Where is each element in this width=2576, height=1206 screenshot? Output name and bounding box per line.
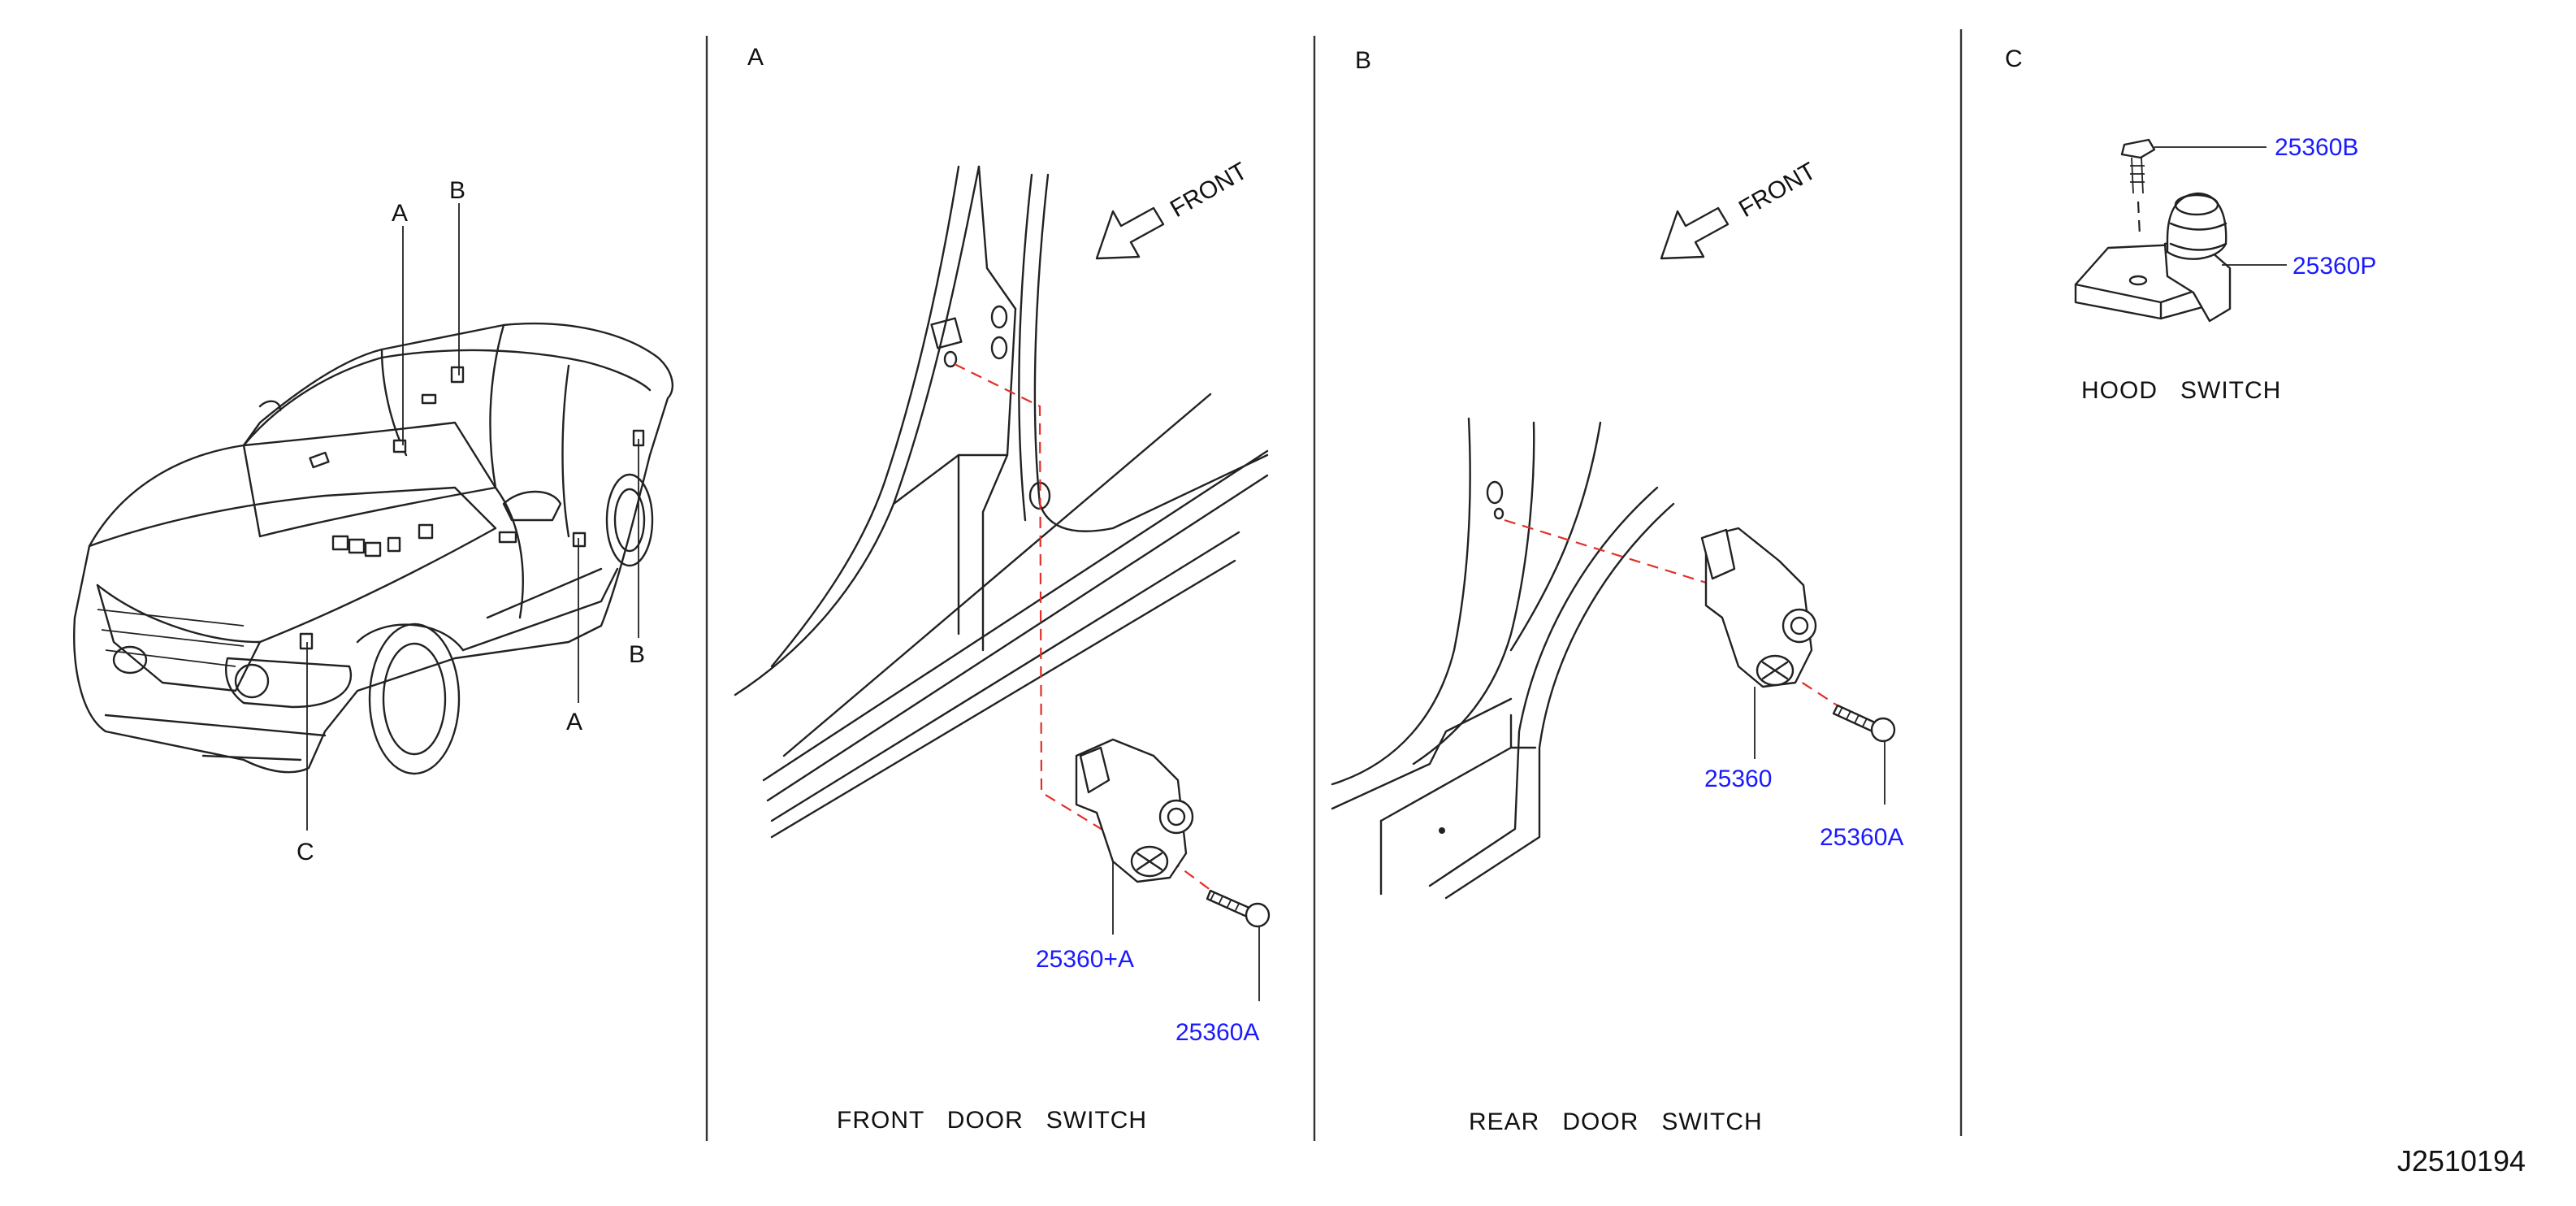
panel-c-part-switch: 25360P bbox=[2292, 253, 2376, 280]
panel-a-part-switch: 25360+A bbox=[1036, 946, 1134, 973]
panel-a-drawing bbox=[734, 165, 1271, 1001]
panel-b-part-switch: 25360 bbox=[1704, 766, 1772, 792]
panel-a-letter: A bbox=[747, 44, 764, 71]
panel-b-part-screw: 25360A bbox=[1820, 824, 1903, 851]
panel-b-letter: B bbox=[1355, 47, 1371, 74]
panel-c-caption: HOOD SWITCH bbox=[2081, 377, 2281, 404]
drawing-code: J2510194 bbox=[2396, 1144, 2526, 1178]
panel-a-part-screw: 25360A bbox=[1175, 1019, 1259, 1046]
panel-c-letter: C bbox=[2005, 46, 2023, 72]
callout-c-bottom: C bbox=[297, 839, 314, 865]
callout-a-top: A bbox=[392, 200, 408, 227]
callout-b-top: B bbox=[449, 177, 465, 204]
front-arrow-icon bbox=[1095, 206, 1165, 260]
panel-a-caption: FRONT DOOR SWITCH bbox=[837, 1107, 1147, 1134]
panel-c-drawing bbox=[2074, 138, 2287, 323]
panel-b-front-label: FRONT bbox=[1734, 158, 1821, 223]
panel-a-front-label: FRONT bbox=[1166, 158, 1252, 223]
panel-c-part-bolt: 25360B bbox=[2275, 134, 2358, 161]
panel-b-caption: REAR DOOR SWITCH bbox=[1469, 1108, 1763, 1135]
panel-b-drawing bbox=[1331, 206, 1896, 900]
car-overview bbox=[73, 203, 674, 831]
callout-b-right: B bbox=[629, 641, 645, 668]
callout-a-bottom: A bbox=[566, 709, 582, 735]
front-arrow-icon bbox=[1660, 206, 1730, 260]
